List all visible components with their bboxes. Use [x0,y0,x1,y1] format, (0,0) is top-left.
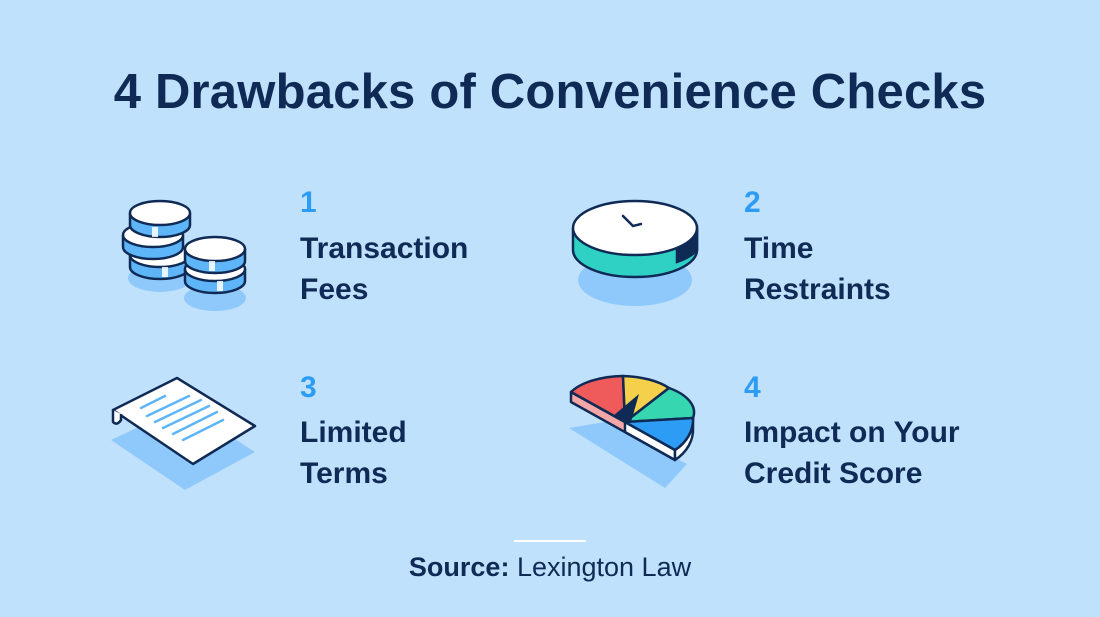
item-number: 4 [744,371,761,404]
item-title: Transaction Fees [300,228,468,310]
source-label: Source: [408,552,510,582]
divider [514,540,586,542]
item-title-line2: Restraints [744,273,891,306]
credit-gauge-icon [569,374,696,488]
item-title-line1: Transaction [300,232,469,265]
item-title: Time Restraints [744,228,891,310]
item-title: Limited Terms [300,412,407,494]
item-title-line2: Terms [300,457,388,490]
document-icon [111,376,257,490]
item-title-line2: Fees [300,273,369,306]
clock-icon [571,199,699,306]
item-title-line1: Time [744,232,814,265]
item-title: Impact on Your Credit Score [744,412,960,494]
item-title-line1: Limited [300,416,407,449]
source-value: Lexington Law [516,552,692,582]
source-credit: Source: Lexington Law [0,552,1100,583]
page-title: 4 Drawbacks of Convenience Checks [113,65,987,119]
item-number: 2 [744,186,761,219]
coins-icon [121,199,247,311]
item-number: 1 [300,186,317,219]
item-number: 3 [300,371,317,404]
item-title-line1: Impact on Your [744,416,960,449]
item-title-line2: Credit Score [744,457,923,490]
